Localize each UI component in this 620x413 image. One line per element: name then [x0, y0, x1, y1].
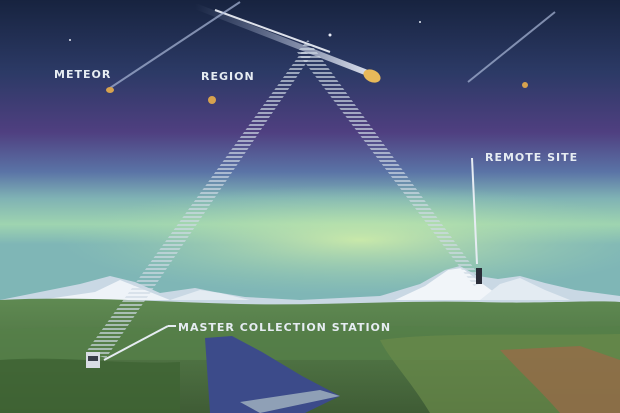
radio-beams — [86, 40, 484, 358]
master-station-label: MASTER COLLECTION STATION — [178, 321, 391, 334]
meteor-label: METEOR — [54, 68, 111, 81]
beam-to-remote-site — [297, 40, 484, 286]
remote-site-label: REMOTE SITE — [485, 151, 578, 164]
region-label: REGION — [201, 70, 255, 83]
remote-site-leader — [471, 157, 478, 265]
ground — [0, 298, 620, 413]
master-station-leader — [103, 325, 169, 361]
master-collection-station — [86, 325, 176, 368]
remote-site — [471, 157, 482, 284]
beam-to-master-station — [86, 50, 311, 358]
shoreline — [240, 390, 340, 413]
